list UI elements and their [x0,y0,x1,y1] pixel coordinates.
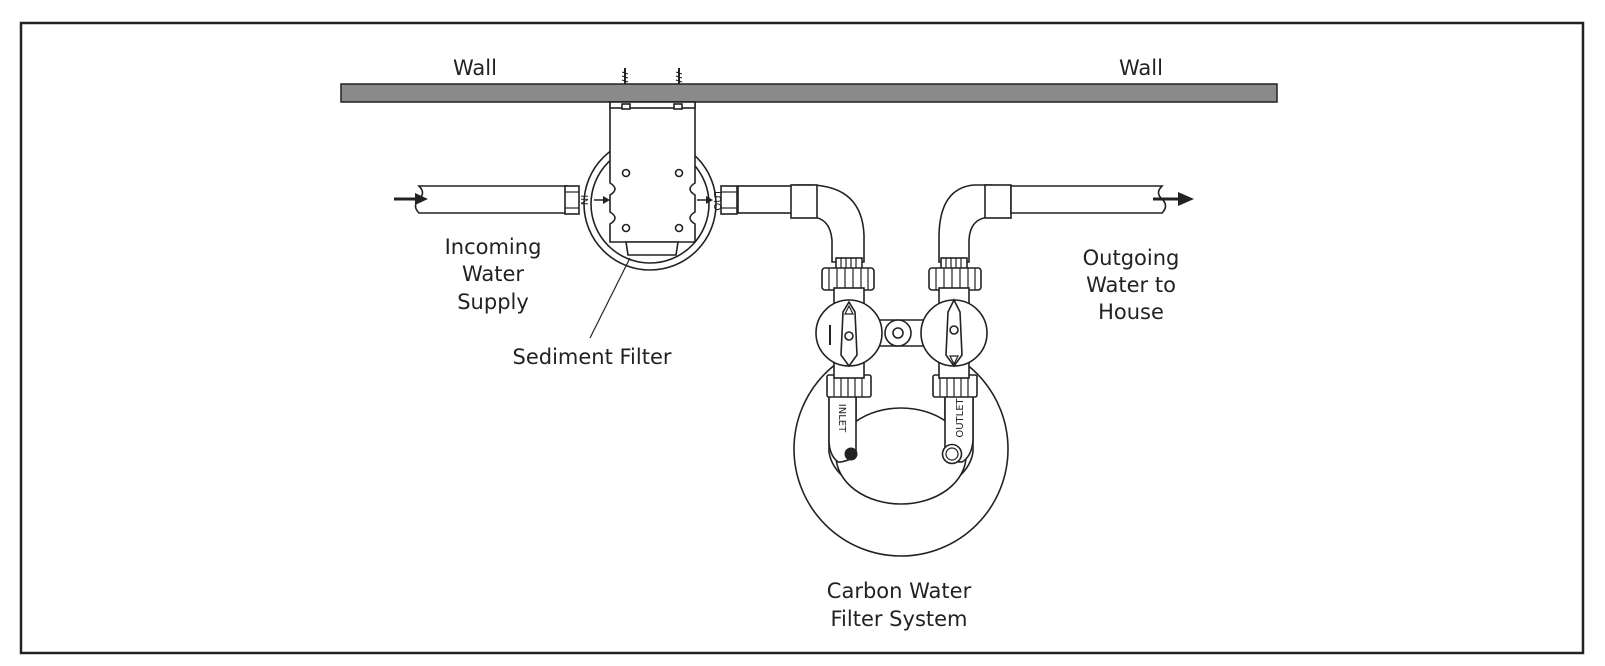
svg-text:Water to: Water to [1086,273,1176,297]
svg-text:Incoming: Incoming [445,235,542,259]
svg-text:Carbon Water: Carbon Water [827,579,972,603]
outlet-valve [920,298,988,368]
diagram-frame [19,21,1585,655]
svg-text:House: House [1098,300,1164,324]
inlet-marker-dot [844,447,858,461]
svg-text:Water: Water [462,262,524,286]
carbon-filter: INLET OUTLET [793,287,1009,557]
outgoing-water-label: Outgoing Water to House [1083,246,1180,324]
incoming-pipe [394,185,569,214]
sediment-in-marking: IN [578,195,589,205]
carbon-outlet-marking: OUTLET [955,397,966,437]
svg-text:Supply: Supply [457,290,529,314]
wall-label-right: Wall [1119,56,1163,80]
svg-text:Filter System: Filter System [831,607,968,631]
carbon-filter-label: Carbon Water Filter System [827,579,972,631]
outgoing-pipe [928,184,1194,291]
wall-label-left: Wall [453,56,497,80]
connector-pipe [737,184,875,291]
sediment-out-marking: OUT [713,188,724,210]
sediment-leader-line [589,257,631,339]
wall [340,68,1278,103]
mounting-screw-right [675,68,683,84]
carbon-inlet-marking: INLET [836,404,847,433]
mounting-screw-left [621,68,629,84]
sediment-filter: IN OUT [564,101,738,271]
sediment-filter-label: Sediment Filter [512,345,671,369]
inlet-valve [815,299,883,368]
incoming-water-label: Incoming Water Supply [445,235,542,314]
svg-text:Outgoing: Outgoing [1083,246,1180,270]
